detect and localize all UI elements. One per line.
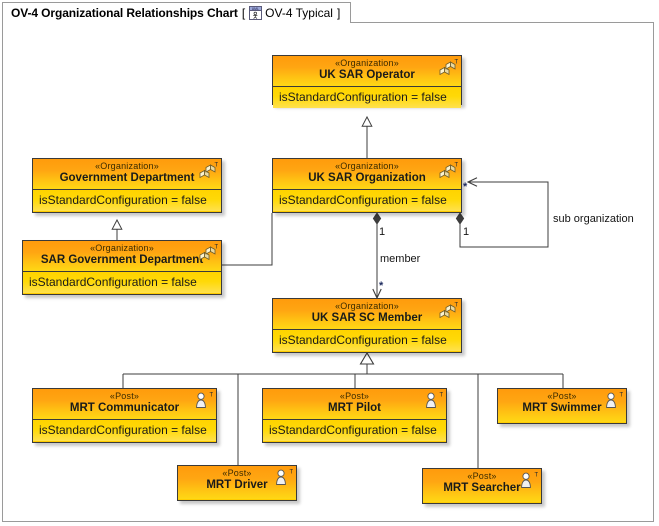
svg-text:T: T [455, 60, 459, 66]
node-name: MRT Driver [206, 479, 268, 492]
node-name: MRT Swimmer [522, 402, 602, 415]
node-stereotype: «Post» [222, 468, 252, 478]
node-mrt-driver[interactable]: T «Post» MRT Driver [177, 465, 297, 501]
multiplicity-sub-target: * [463, 181, 468, 193]
node-stereotype: «Post» [547, 391, 577, 401]
svg-text:T: T [215, 163, 219, 169]
node-stereotype: «Post» [109, 391, 140, 401]
node-header: T «Organization» UK SAR SC Member [273, 299, 461, 329]
post-actor-icon: T [193, 391, 214, 409]
node-stereotype: «Organization» [335, 58, 399, 68]
node-header: T «Post» MRT Driver [178, 466, 296, 499]
node-name: Government Department [59, 172, 195, 185]
svg-text:T: T [535, 473, 539, 479]
node-attribute: isStandardConfiguration = false [263, 418, 446, 441]
node-stereotype: «Organization» [335, 161, 399, 171]
post-actor-icon: T [603, 391, 624, 409]
svg-text:T: T [455, 303, 459, 309]
node-name: UK SAR Operator [319, 69, 415, 82]
node-government-department[interactable]: T «Organization» Government Department i… [32, 158, 222, 213]
node-stereotype: «Post» [339, 391, 370, 401]
organization-icon: T [438, 301, 459, 319]
svg-text:T: T [620, 393, 624, 399]
node-header: T «Post» MRT Swimmer [498, 389, 626, 422]
organization-icon: T [438, 58, 459, 76]
node-attribute: isStandardConfiguration = false [273, 85, 461, 108]
svg-text:T: T [455, 163, 459, 169]
diagram-tab[interactable]: OV-4 Organizational Relationships Chart … [2, 2, 352, 23]
node-attribute: isStandardConfiguration = false [273, 188, 461, 211]
node-stereotype: «Organization» [95, 161, 159, 171]
organization-icon: T [198, 243, 219, 261]
node-mrt-communicator[interactable]: T «Post» MRT Communicator isStandardConf… [32, 388, 217, 443]
node-header: T «Organization» UK SAR Organization [273, 159, 461, 189]
node-name: MRT Pilot [327, 402, 382, 415]
node-header: T «Organization» Government Department [33, 159, 221, 189]
organization-icon: T [438, 161, 459, 179]
node-mrt-swimmer[interactable]: T «Post» MRT Swimmer [497, 388, 627, 424]
node-mrt-searcher[interactable]: T «Post» MRT Searcher [422, 468, 542, 504]
svg-text:T: T [215, 245, 219, 251]
node-name: MRT Searcher [443, 482, 521, 495]
node-uk-sar-sc-member[interactable]: T «Organization» UK SAR SC Member isStan… [272, 298, 462, 353]
node-header: T «Post» MRT Pilot [263, 389, 446, 419]
multiplicity-sub-source: 1 [463, 226, 470, 238]
node-stereotype: «Organization» [335, 301, 399, 311]
svg-text:T: T [290, 470, 294, 476]
node-uk-sar-operator[interactable]: T «Organization» UK SAR Operator isStand… [272, 55, 462, 108]
label-member: member [380, 253, 421, 265]
bracket-open: [ [241, 6, 246, 20]
node-uk-sar-organization[interactable]: T «Organization» UK SAR Organization isS… [272, 158, 462, 213]
node-attribute: isStandardConfiguration = false [33, 188, 221, 211]
diagram-tab-title: OV-4 Organizational Relationships Chart [11, 6, 238, 20]
node-attribute: isStandardConfiguration = false [273, 328, 461, 351]
node-name: UK SAR Organization [308, 172, 426, 185]
node-stereotype: «Organization» [90, 243, 154, 253]
node-header: T «Post» MRT Searcher [423, 469, 541, 502]
node-attribute: isStandardConfiguration = false [23, 270, 221, 293]
multiplicity-member-source: 1 [379, 226, 386, 238]
bracket-close: ] [336, 6, 341, 20]
uml-diagram-icon: UML [249, 6, 263, 20]
multiplicity-member-target: * [379, 280, 384, 292]
post-actor-icon: T [423, 391, 444, 409]
node-header: T «Post» MRT Communicator [33, 389, 216, 419]
node-sar-government-department[interactable]: T «Organization» SAR Government Departme… [22, 240, 222, 295]
svg-text:UML: UML [252, 7, 259, 11]
node-stereotype: «Post» [467, 471, 497, 481]
node-header: T «Organization» SAR Government Departme… [23, 241, 221, 271]
post-actor-icon: T [518, 471, 539, 489]
diagram-name: OV-4 Typical [265, 6, 333, 20]
svg-text:T: T [440, 393, 444, 399]
node-name: UK SAR SC Member [311, 312, 423, 325]
node-header: T «Organization» UK SAR Operator [273, 56, 461, 86]
node-attribute: isStandardConfiguration = false [33, 418, 216, 441]
organization-icon: T [198, 161, 219, 179]
node-mrt-pilot[interactable]: T «Post» MRT Pilot isStandardConfigurati… [262, 388, 447, 443]
node-name: SAR Government Department [40, 254, 204, 267]
label-sub-organization: sub organization [553, 213, 634, 225]
post-actor-icon: T [273, 468, 294, 486]
svg-text:T: T [210, 393, 214, 399]
node-name: MRT Communicator [69, 402, 180, 415]
